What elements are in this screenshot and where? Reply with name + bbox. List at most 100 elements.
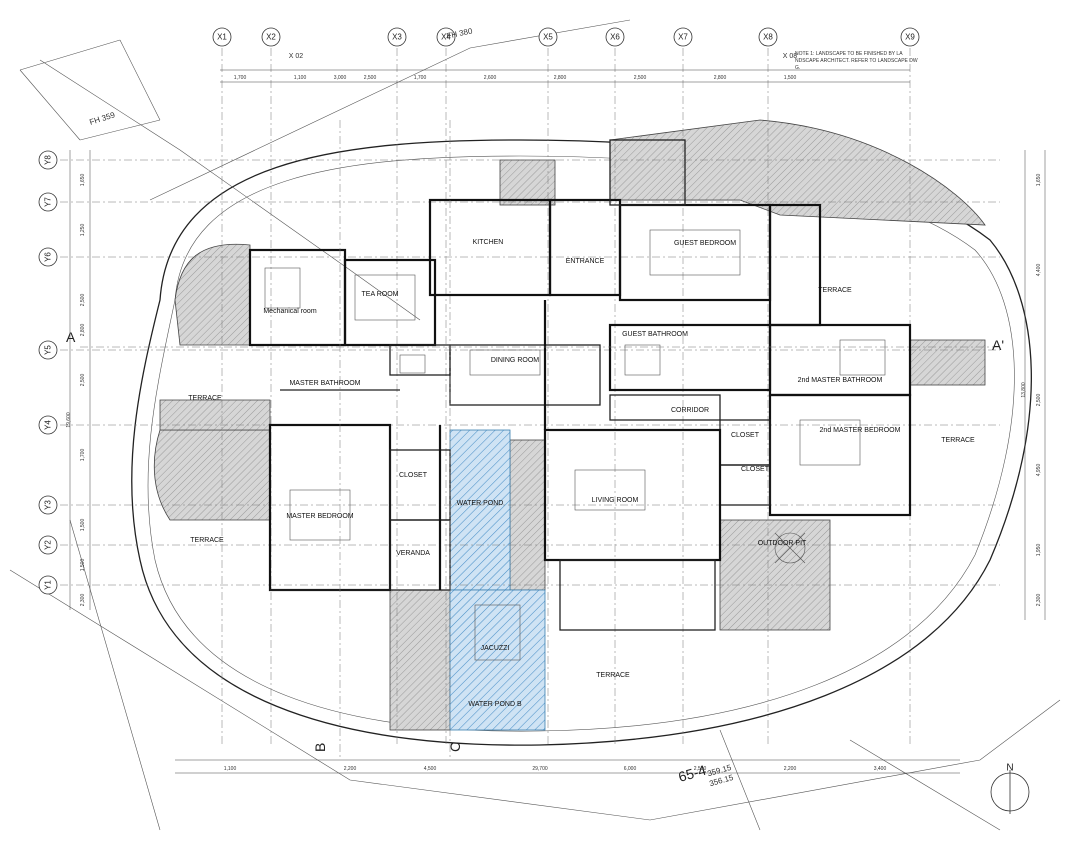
room-label-terrace-right: TERRACE	[941, 437, 975, 444]
top-dim: 1,100	[294, 75, 307, 81]
grid-label-y2: Y2	[44, 540, 53, 550]
planter-left-low	[159, 399, 271, 431]
top-dim: 2,600	[484, 75, 497, 81]
right-dim: 1,950	[1036, 544, 1042, 557]
room-label-tea-room: TEA ROOM	[362, 291, 399, 298]
grid-label-x2: X2	[266, 33, 276, 42]
grid-label-y5: Y5	[44, 345, 53, 355]
room-label-closet-left: CLOSET	[399, 472, 428, 479]
room-label-terrace-left-top: TERRACE	[188, 395, 222, 402]
grid-bubble-y3	[38, 495, 58, 515]
bottom-dim: 4,500	[424, 766, 437, 772]
top-dim: 3,000	[334, 75, 347, 81]
room-label-terrace-left-bottom: TERRACE	[190, 537, 224, 544]
site-boundary	[9, 19, 1061, 831]
room-label-outdoor-pit: OUTDOOR PIT	[758, 540, 807, 547]
room-label-mechanical-room: Mechanical room	[263, 308, 316, 315]
bottom-dim: 2,500	[694, 766, 707, 772]
grid-label-y4: Y4	[44, 420, 53, 430]
grid-bubble-y4	[38, 415, 58, 435]
fixtures	[264, 229, 886, 661]
right-dim: 2,500	[1036, 394, 1042, 407]
grid-bubble-x3	[387, 27, 407, 47]
grid-bubble-x2	[261, 27, 281, 47]
grid-label-x8: X8	[763, 33, 773, 42]
grid-label-y8: Y8	[44, 155, 53, 165]
grid-bubble-x9	[900, 27, 920, 47]
top-dim: 2,800	[714, 75, 727, 81]
grid-sub-x08: X 08	[783, 53, 798, 60]
room-label-water-pond-b: WATER POND B	[468, 701, 522, 708]
room-label-terrace-bottom: TERRACE	[596, 672, 630, 679]
grid-bubble-x7	[673, 27, 693, 47]
bottom-dim: 29,700	[532, 766, 548, 772]
left-dim: 1,500	[80, 559, 86, 572]
left-dim: 1,500	[80, 519, 86, 532]
room-label-2nd-master-bedroom: 2nd MASTER BEDROOM	[820, 427, 901, 434]
grid-label-y3: Y3	[44, 500, 53, 510]
planter-top-right	[609, 119, 986, 226]
top-dim: 2,500	[364, 75, 377, 81]
room-label-living-room: LIVING ROOM	[592, 497, 639, 504]
section-mark-c: C	[447, 742, 463, 752]
grid-label-y7: Y7	[44, 197, 53, 207]
room-label-closet-right-b: CLOSET	[741, 466, 770, 473]
grid-label-x7: X7	[678, 33, 688, 42]
spot-level-left: FH 359	[88, 110, 116, 127]
room-label-kitchen: KITCHEN	[473, 239, 504, 246]
planter-left-mid	[153, 429, 271, 521]
right-dim: 4,400	[1036, 264, 1042, 277]
section-mark-b: B	[312, 743, 328, 752]
left-dim: 1,250	[80, 224, 86, 237]
top-dim: 1,700	[234, 75, 247, 81]
top-dim: 1,500	[784, 75, 797, 81]
grid-label-y6: Y6	[44, 252, 53, 262]
room-label-guest-bedroom: GUEST BEDROOM	[674, 240, 736, 247]
bottom-dim: 1,100	[224, 766, 237, 772]
left-dim: 2,300	[80, 594, 86, 607]
grid-sub-x02: X 02	[289, 53, 304, 60]
grid-label-x6: X6	[610, 33, 620, 42]
right-dim: 2,300	[1036, 594, 1042, 607]
room-label-dining-room: DINING ROOM	[491, 357, 539, 364]
grid-bubble-y8	[38, 150, 58, 170]
planter-column-mid	[509, 439, 546, 591]
grid-bubble-y7	[38, 192, 58, 212]
right-dim: 4,950	[1036, 464, 1042, 477]
right-dim: 13,800	[1021, 382, 1027, 398]
room-label-water-pond: WATER POND	[457, 500, 504, 507]
lot-number: 65-4	[676, 762, 708, 785]
room-label-jacuzzi: JACUZZI	[481, 645, 510, 652]
water-pond-area	[449, 429, 511, 591]
bottom-dim: 3,400	[874, 766, 887, 772]
north-label: N	[1006, 763, 1013, 774]
bottom-dim: 2,200	[344, 766, 357, 772]
section-mark-a-left: A	[66, 329, 76, 345]
grid-label-x3: X3	[392, 33, 402, 42]
planter-bottom-right	[719, 519, 831, 631]
planter-left-top	[174, 243, 251, 346]
room-label-master-bedroom: MASTER BEDROOM	[286, 513, 353, 520]
room-label-entrance: ENTRANCE	[566, 258, 605, 265]
grid-bubble-x8	[758, 27, 778, 47]
grid-bubble-x6	[605, 27, 625, 47]
dimension-lines	[69, 69, 1046, 774]
planter-column-left	[389, 589, 451, 731]
top-dim: 2,800	[554, 75, 567, 81]
grid-lines	[60, 48, 1000, 745]
room-label-closet-right-a: CLOSET	[731, 432, 760, 439]
grid-label-x1: X1	[217, 33, 227, 42]
top-dim: 2,500	[634, 75, 647, 81]
north-arrow: N	[990, 763, 1030, 814]
room-label-master-bathroom: MASTER BATHROOM	[289, 380, 360, 387]
grid-label-y1: Y1	[44, 580, 53, 590]
top-dim: 1,700	[414, 75, 427, 81]
room-label-veranda: VERANDA	[396, 550, 430, 557]
grid-bubble-y5	[38, 340, 58, 360]
left-dim: 19,600	[66, 412, 72, 428]
left-dim: 2,500	[80, 374, 86, 387]
left-dim: 2,800	[80, 324, 86, 337]
room-label-terrace-right-top: TERRACE	[818, 287, 852, 294]
